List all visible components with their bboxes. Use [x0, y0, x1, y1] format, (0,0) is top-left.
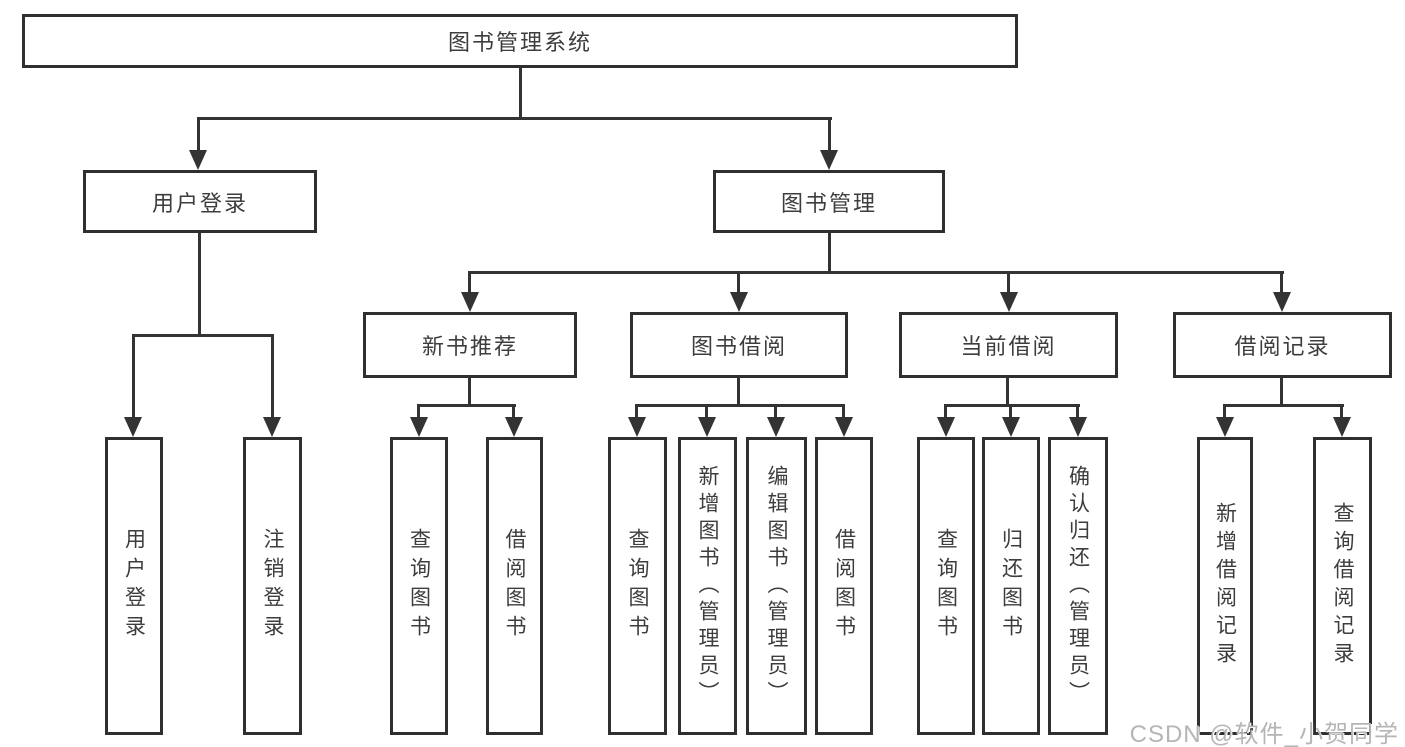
arrow-down-icon: [1002, 417, 1020, 437]
connector-stem: [1006, 378, 1009, 407]
connector-stub: [635, 404, 638, 418]
leaf-bb-borrow-book: 借阅图书: [815, 437, 873, 735]
connector-stub: [1280, 271, 1283, 293]
connector-stem: [198, 233, 201, 337]
node-borrow-record: 借阅记录: [1173, 312, 1392, 378]
connector-rail: [1223, 404, 1344, 407]
node-current-borrow: 当前借阅: [899, 312, 1118, 378]
node-user-login: 用户登录: [83, 170, 317, 233]
node-book-management: 图书管理: [713, 170, 945, 233]
arrow-down-icon: [698, 417, 716, 437]
connector-stub: [1009, 404, 1012, 418]
connector-rail: [417, 404, 516, 407]
connector-stub: [1340, 404, 1343, 418]
connector-rail: [468, 271, 1284, 274]
connector-stem: [828, 233, 831, 274]
connector-stub: [842, 404, 845, 418]
watermark: CSDN @软件_小贺同学: [1129, 721, 1399, 747]
connector-stem: [737, 378, 740, 407]
arrow-down-icon: [1273, 292, 1291, 312]
connector-stub: [197, 117, 200, 151]
leaf-user-login: 用户登录: [105, 437, 163, 735]
leaf-cb-confirm-return-admin: 确认归还（管理员）: [1048, 437, 1108, 735]
arrow-down-icon: [124, 417, 142, 437]
arrow-down-icon: [505, 417, 523, 437]
arrow-down-icon: [410, 417, 428, 437]
connector-stub: [1223, 404, 1226, 418]
connector-stub: [271, 334, 274, 418]
connector-stub: [512, 404, 515, 418]
arrow-down-icon: [730, 292, 748, 312]
arrow-down-icon: [767, 417, 785, 437]
arrow-down-icon: [461, 292, 479, 312]
connector-stub: [944, 404, 947, 418]
connector-stub: [774, 404, 777, 418]
leaf-br-query-record: 查询借阅记录: [1313, 437, 1372, 735]
arrow-down-icon: [1069, 417, 1087, 437]
leaf-bb-edit-book-admin: 编辑图书（管理员）: [746, 437, 807, 735]
arrow-down-icon: [189, 150, 207, 170]
connector-rail: [635, 404, 845, 407]
connector-stub: [132, 334, 135, 418]
node-new-book-recommend: 新书推荐: [363, 312, 577, 378]
leaf-cb-query-book: 查询图书: [917, 437, 975, 735]
leaf-logout: 注销登录: [243, 437, 302, 735]
leaf-cb-return-book: 归还图书: [982, 437, 1040, 735]
node-root: 图书管理系统: [22, 14, 1018, 68]
connector-stub: [468, 271, 471, 293]
connector-stub: [1076, 404, 1079, 418]
connector-stub: [1007, 271, 1010, 293]
connector-root-rail: [197, 117, 832, 120]
leaf-bb-query-book: 查询图书: [608, 437, 667, 735]
connector-stem: [468, 378, 471, 407]
arrow-down-icon: [835, 417, 853, 437]
arrow-down-icon: [1216, 417, 1234, 437]
node-book-borrow: 图书借阅: [630, 312, 848, 378]
arrow-down-icon: [820, 150, 838, 170]
connector-stub: [737, 271, 740, 293]
connector-stub: [705, 404, 708, 418]
arrow-down-icon: [628, 417, 646, 437]
connector-rail: [132, 334, 274, 337]
connector-rail: [944, 404, 1080, 407]
leaf-nbr-borrow-book: 借阅图书: [486, 437, 543, 735]
leaf-br-add-record: 新增借阅记录: [1197, 437, 1253, 735]
arrow-down-icon: [1333, 417, 1351, 437]
arrow-down-icon: [263, 417, 281, 437]
connector-stem: [1280, 378, 1283, 407]
leaf-nbr-query-book: 查询图书: [390, 437, 448, 735]
connector-stub: [828, 117, 831, 151]
arrow-down-icon: [1000, 292, 1018, 312]
connector-stub: [417, 404, 420, 418]
arrow-down-icon: [937, 417, 955, 437]
connector-root-stem: [519, 68, 522, 118]
leaf-bb-add-book-admin: 新增图书（管理员）: [678, 437, 737, 735]
